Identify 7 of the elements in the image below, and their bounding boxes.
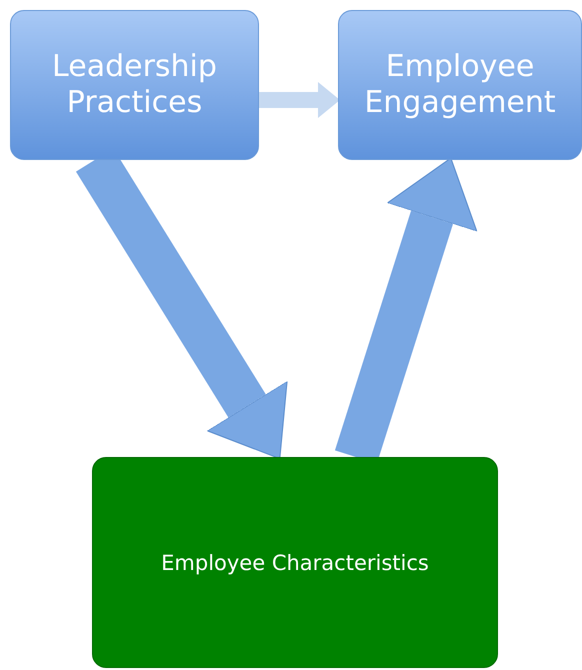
process-box	[92, 457, 498, 668]
arrow	[259, 82, 340, 118]
node-label: Employee Engagement	[363, 49, 557, 121]
node-label: Leadership Practices	[51, 49, 218, 121]
node-label: Employee Characteristics	[161, 550, 429, 574]
process-box	[338, 10, 582, 160]
process-box	[10, 10, 259, 160]
